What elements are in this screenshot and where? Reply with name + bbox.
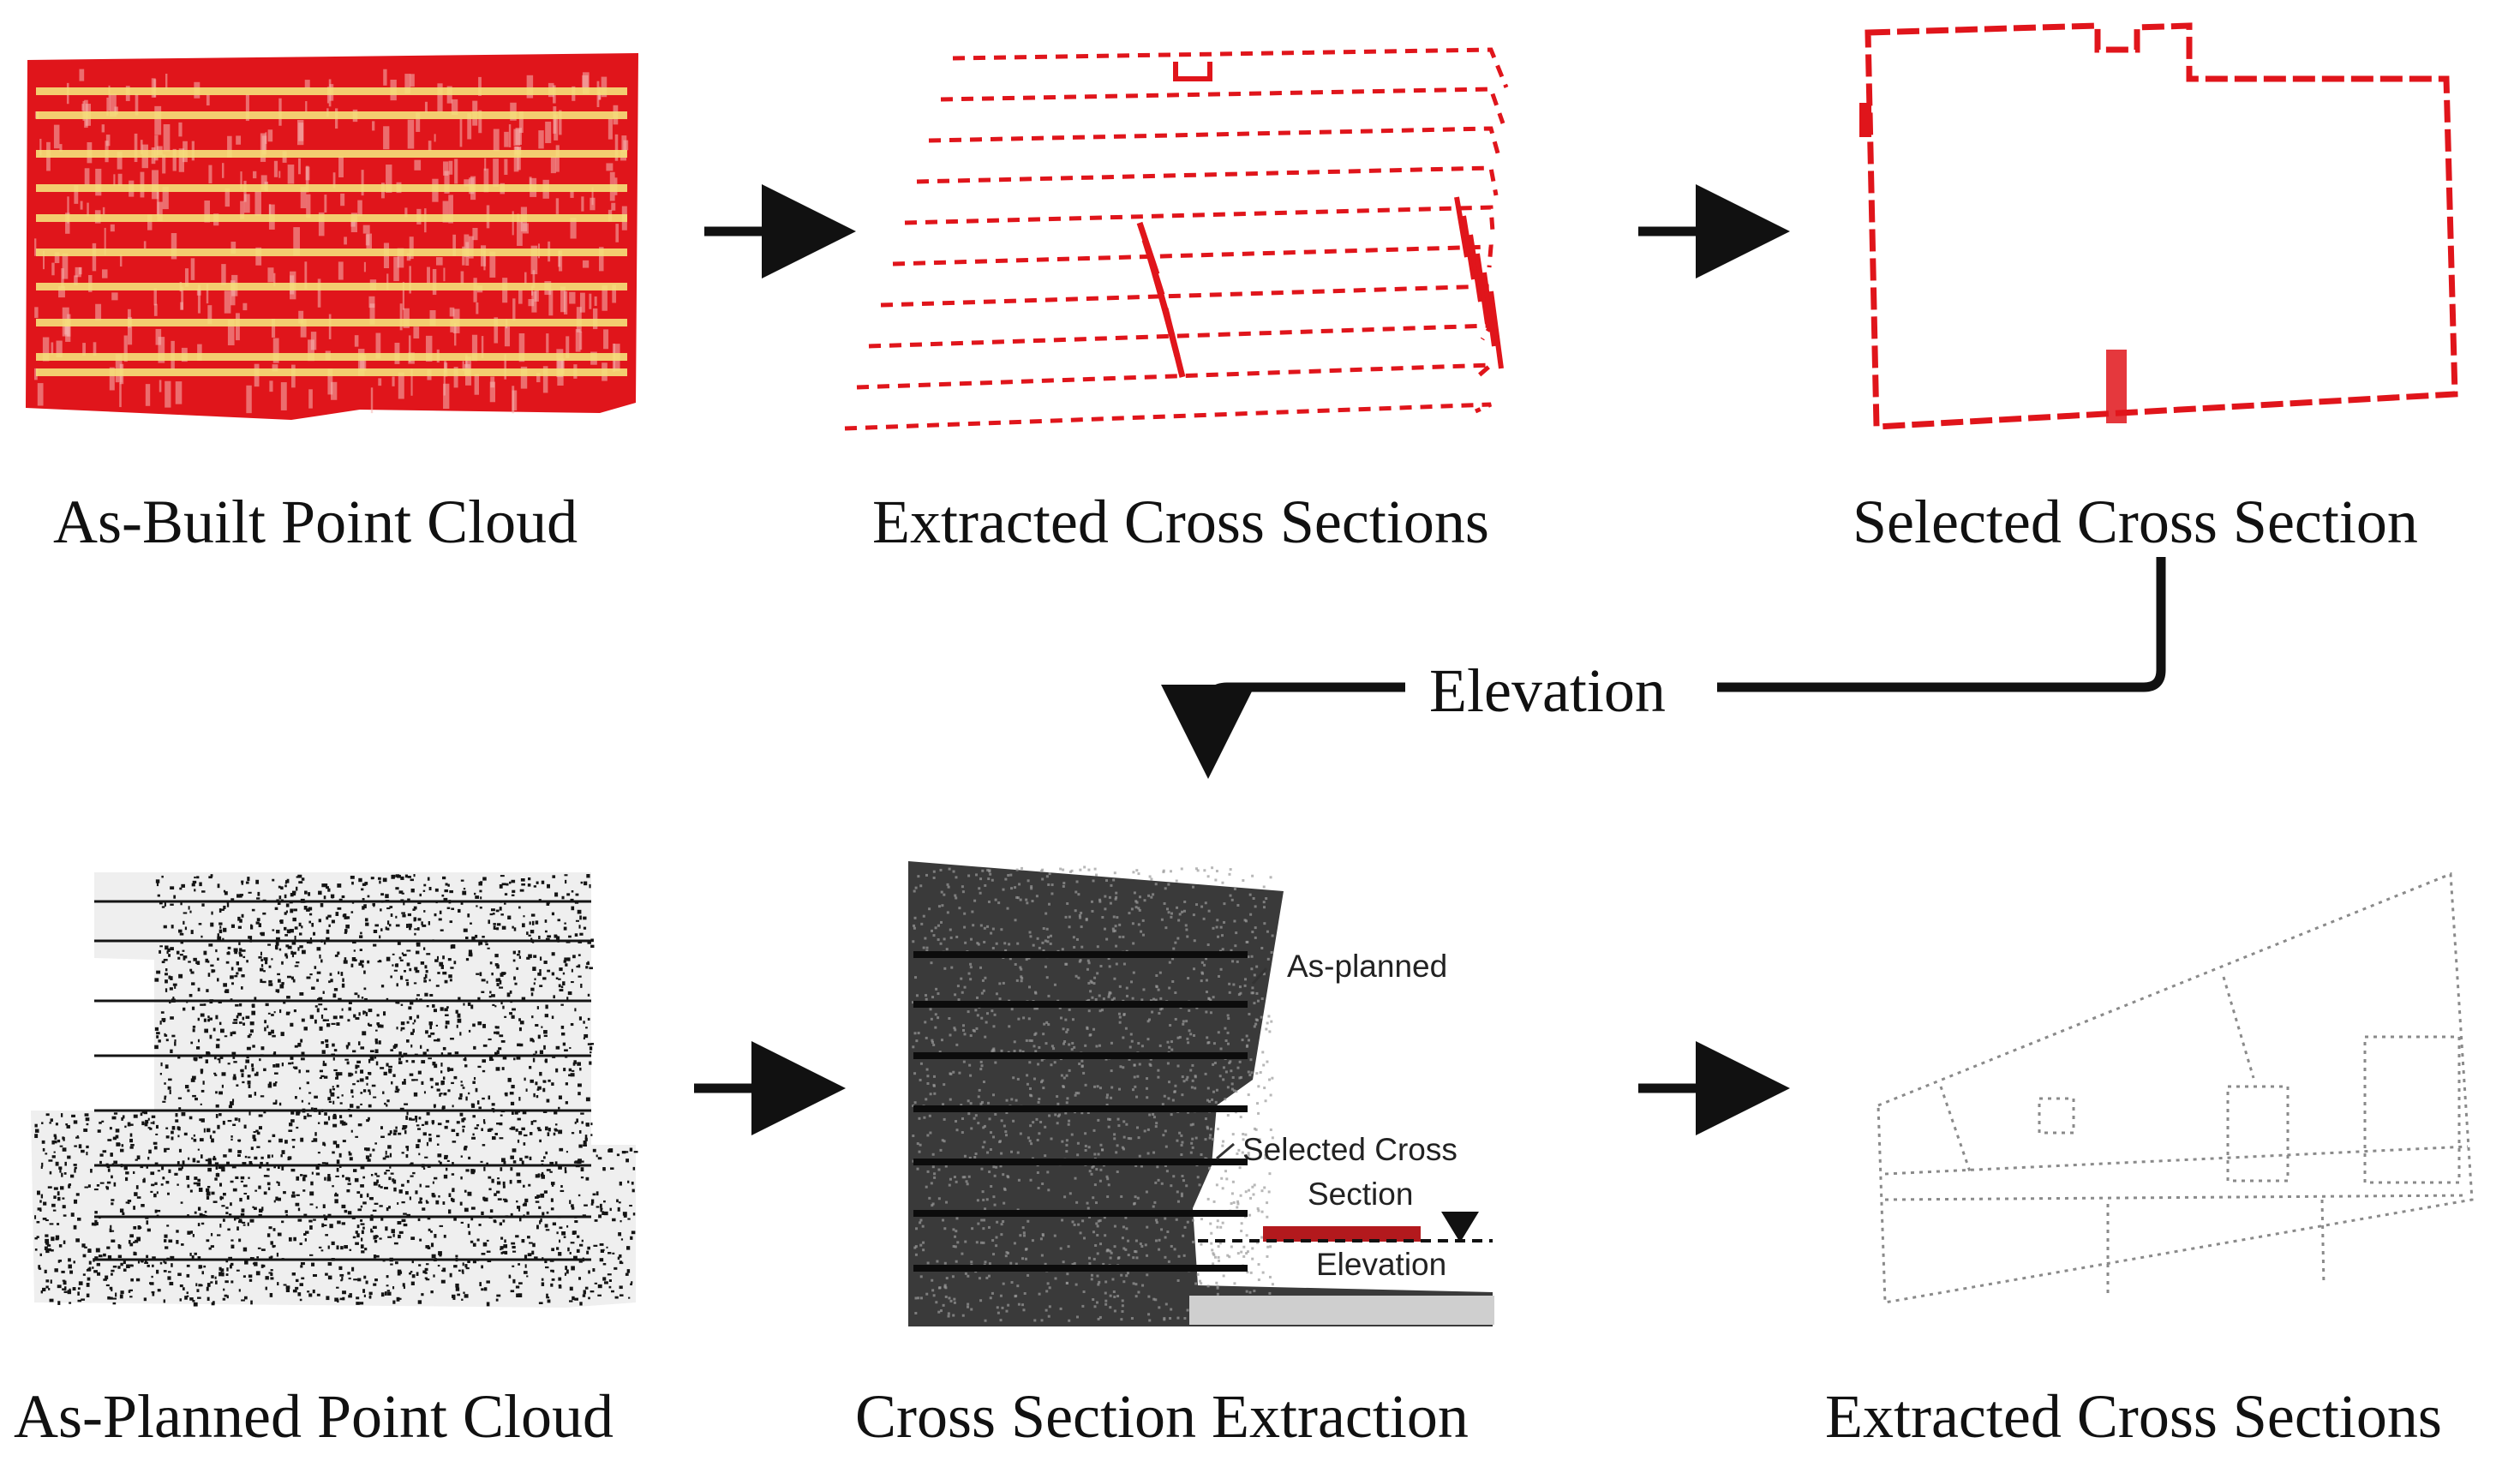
- label-elevation: Elevation: [1316, 1247, 1447, 1282]
- leader-as-planned: [1251, 967, 1268, 985]
- selected-cross-section-image: [1859, 22, 2458, 430]
- label-selected-cross-line1: Selected Cross: [1242, 1132, 1458, 1167]
- caption-cross-section-extraction: Cross Section Extraction: [855, 1382, 1469, 1451]
- caption-as-built-point-cloud: As-Built Point Cloud: [53, 488, 578, 556]
- caption-extracted-cross-sections-bottom: Extracted Cross Sections: [1825, 1382, 2442, 1451]
- elevation-connector-left: [1161, 682, 1405, 779]
- caption-as-planned-point-cloud: As-Planned Point Cloud: [14, 1382, 614, 1451]
- elevation-connector-right: [1717, 557, 2166, 692]
- caption-selected-cross-section: Selected Cross Section: [1853, 488, 2418, 556]
- as-built-point-cloud-image: [26, 53, 638, 420]
- elevation-triangle-marker: [1441, 1212, 1479, 1242]
- extracted-cross-sections-image: [844, 47, 1509, 431]
- selected-section-bar: [1263, 1226, 1421, 1242]
- caption-elevation-flow: Elevation: [1429, 656, 1666, 725]
- extracted-cross-sections-plan-image: [1877, 871, 2474, 1304]
- as-planned-point-cloud-image: [31, 872, 638, 1308]
- label-as-planned: As-planned: [1287, 949, 1448, 984]
- leader-selected: [1216, 1142, 1235, 1160]
- caption-extracted-cross-sections-top: Extracted Cross Sections: [872, 488, 1489, 556]
- cross-section-extraction-image: [908, 861, 1494, 1326]
- label-selected-cross-line2: Section: [1308, 1177, 1414, 1212]
